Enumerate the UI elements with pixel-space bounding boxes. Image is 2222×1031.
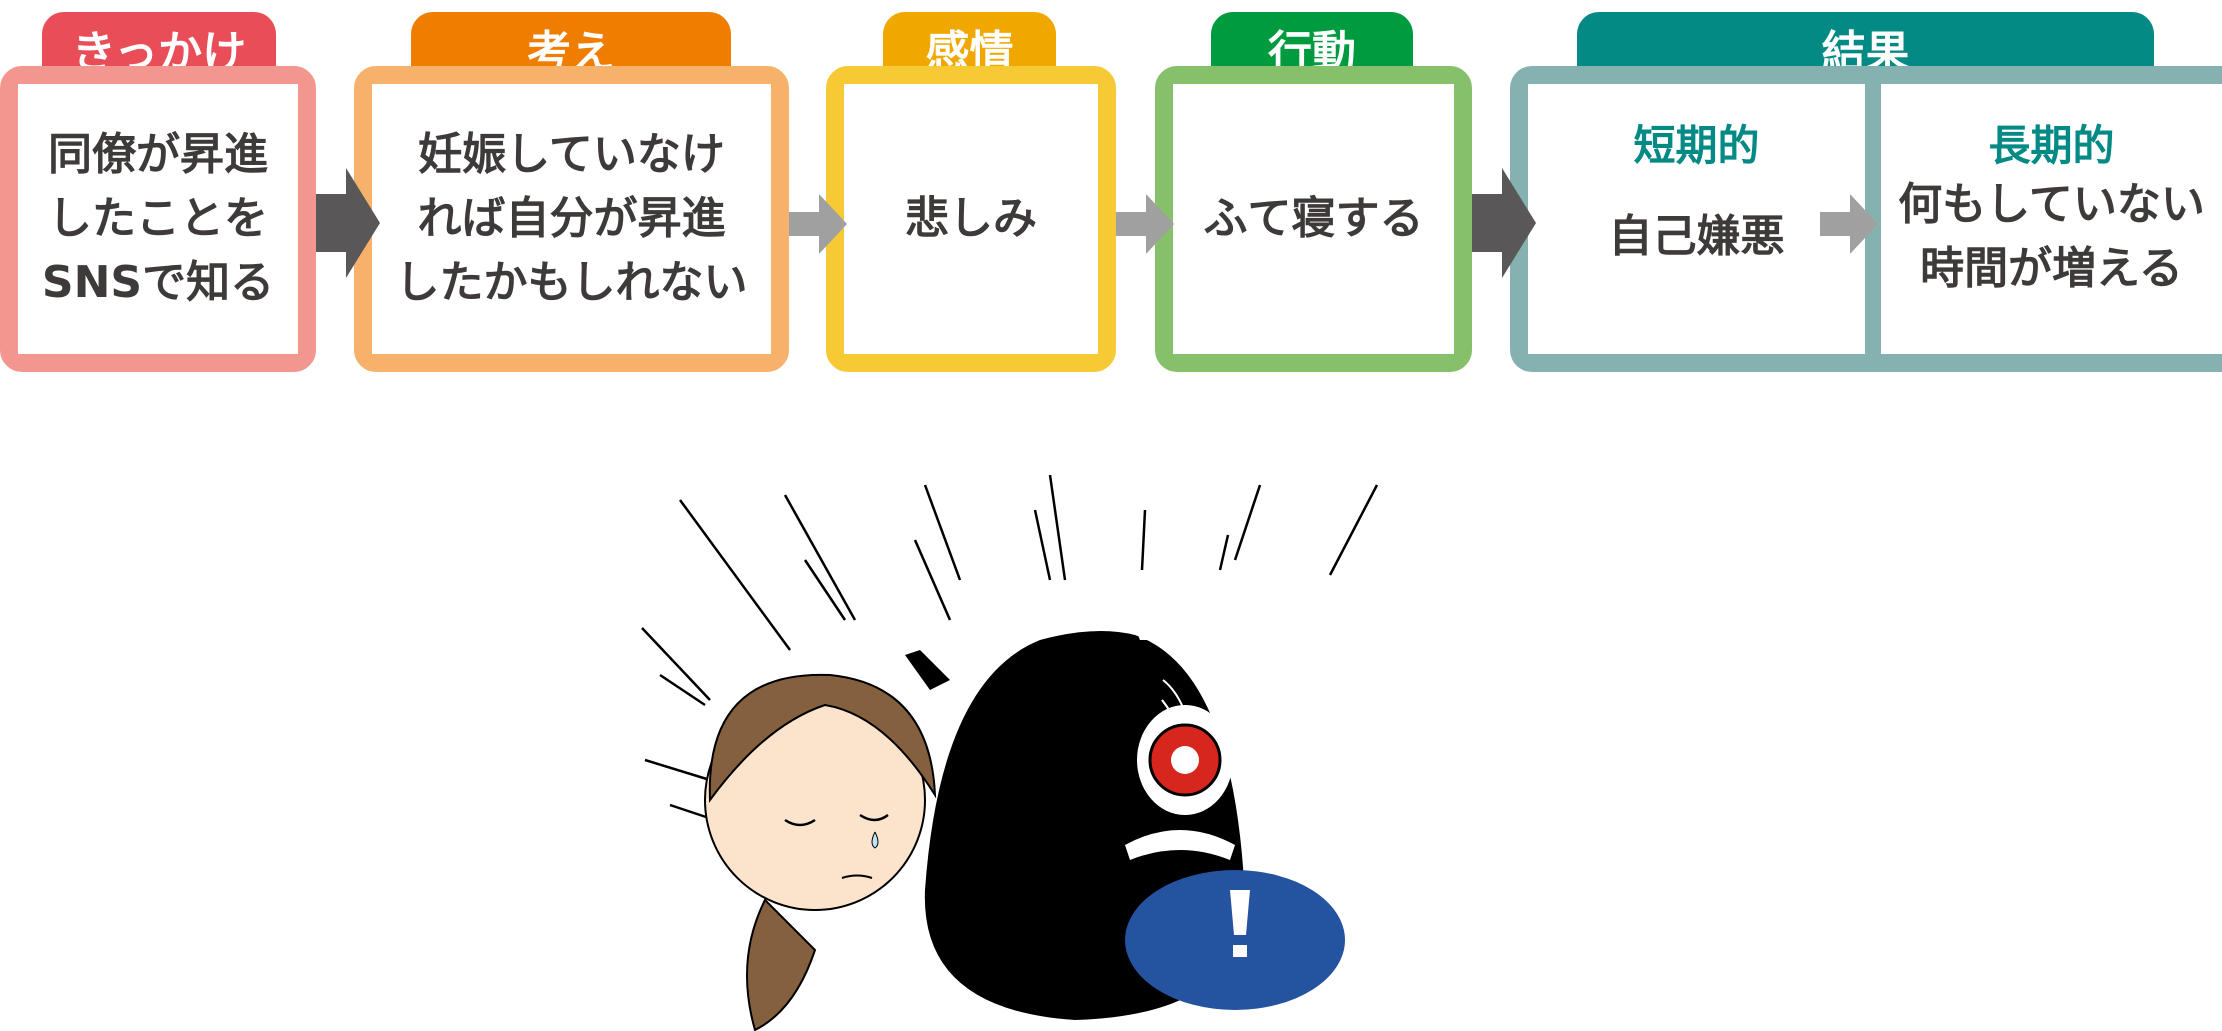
box-thought: 妊娠していなけ れば自分が昇進 したかもしれない: [354, 66, 789, 372]
arrow-light-icon: [1820, 194, 1878, 254]
thought-text: 妊娠していなけ れば自分が昇進 したかもしれない: [372, 84, 771, 354]
box-trigger: 同僚が昇進 したことを SNSで知る: [0, 66, 316, 372]
short-term-panel: 短期的 自己嫌悪: [1528, 84, 1865, 354]
box-action: ふて寝する: [1155, 66, 1472, 372]
crying-woman-icon: [704, 673, 937, 1031]
long-term-panel: 長期的 何もしていない 時間が増える: [1881, 84, 2222, 354]
box-emotion: 悲しみ: [826, 66, 1116, 372]
arrow-light-icon: [1116, 194, 1174, 254]
illustration: [641, 474, 1379, 1031]
emotion-text: 悲しみ: [844, 84, 1098, 354]
long-term-text: 何もしていない 時間が増える: [1898, 179, 2205, 294]
arrow-light-icon: [789, 194, 847, 254]
arrow-dark-icon: [316, 168, 380, 278]
monster-icon: [905, 600, 1345, 1020]
short-term-text: 自己嫌悪: [1608, 211, 1785, 262]
shock-lines-icon: [641, 474, 1379, 822]
short-term-label: 短期的: [1633, 121, 1760, 170]
trigger-text: 同僚が昇進 したことを SNSで知る: [18, 84, 298, 354]
action-text: ふて寝する: [1173, 84, 1454, 354]
arrow-dark-icon: [1472, 168, 1536, 278]
box-result: 短期的 自己嫌悪 長期的 何もしていない 時間が増える: [1510, 66, 2222, 372]
long-term-label: 長期的: [1988, 121, 2115, 170]
